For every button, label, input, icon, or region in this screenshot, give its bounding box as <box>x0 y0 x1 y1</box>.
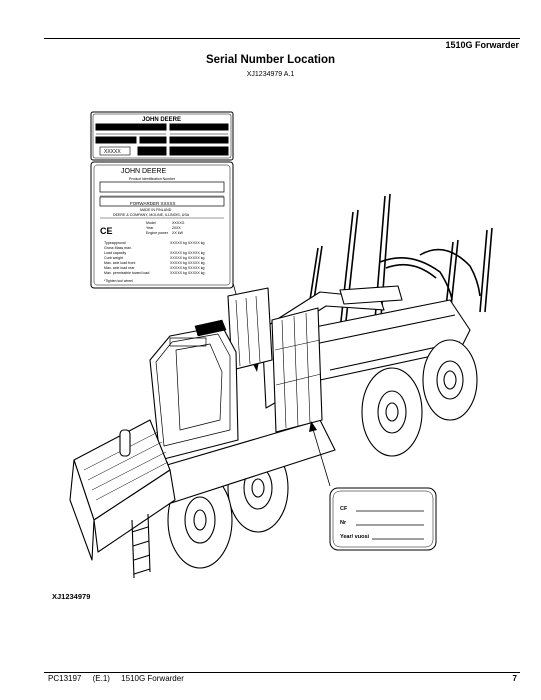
side-plate-label: CF <box>340 506 348 512</box>
main-plate-brand: JOHN DEERE <box>121 168 166 175</box>
figure-label: XJ1234979 <box>52 592 91 601</box>
page-subtitle: XJ1234979 A.1 <box>246 71 295 78</box>
weight-row-label: Typeapproval <box>104 241 126 245</box>
top-plate-box-value: XXXXX <box>104 149 121 155</box>
weight-row-value: XXXXX kg XXXXX kg <box>170 271 205 275</box>
main-plate-footnote: *Tighten tool wheel <box>104 279 133 283</box>
weight-row-label: Max. permissible towed load <box>104 271 149 275</box>
weight-row-label: Load capacity <box>104 251 126 255</box>
top-plate-brand: JOHN DEERE <box>142 117 181 123</box>
weight-row-label: Curb weight <box>104 256 123 260</box>
main-plate-maker-2: DEERE & COMPANY, MOLINE, ILLINOIS, USA <box>113 213 190 217</box>
weight-row-label: Max. axle load rear <box>104 266 135 270</box>
weight-row-label: Gross Mass max. <box>104 246 132 250</box>
info-row-label: Engine power <box>146 231 169 235</box>
rear-wheels <box>361 339 478 457</box>
weight-row-value: XXXXX kg XXXXX kg <box>170 241 205 245</box>
page-title: Serial Number Location <box>205 54 336 66</box>
step-ladder <box>131 513 151 579</box>
main-serial-plate: JOHN DEERE Product Identification Number… <box>90 161 234 289</box>
header-title: 1510G Forwarder <box>445 40 519 50</box>
weight-row-label: Max. axle load front <box>104 261 135 265</box>
info-row-value: XX kW <box>172 231 184 235</box>
footer-product: 1510G Forwarder <box>121 674 184 683</box>
side-plate-label: Year/ vuosi <box>340 534 370 540</box>
info-row-value: XXXXG <box>172 221 185 225</box>
main-plate-name-row: FORWARDER XXXXX <box>130 201 176 206</box>
footer-edition: (E.1) <box>92 674 110 683</box>
weight-row-value: XXXXX kg XXXXX kg <box>170 251 205 255</box>
operator-cab <box>149 319 239 461</box>
weight-row-value: XXXXX kg XXXXX kg <box>170 266 205 270</box>
footer-doc-id: PC13197 <box>48 674 82 683</box>
forwarder-machine <box>69 193 493 579</box>
side-plate-label: Nr <box>340 520 347 526</box>
weight-row-value: XXXXX kg XXXXX kg <box>170 261 205 265</box>
header-rule <box>44 38 520 39</box>
weight-row-value: XXXXX kg XXXXX kg <box>170 256 205 260</box>
ce-mark: CE <box>100 226 113 236</box>
top-serial-plate: JOHN DEERE XXXXX <box>90 111 234 161</box>
info-row-label: Model <box>146 221 156 225</box>
load-gate <box>227 287 323 433</box>
engine-hood <box>69 419 176 561</box>
footer-rule <box>44 672 520 673</box>
side-plate-leader <box>311 425 331 487</box>
footer-page-number: 7 <box>512 674 517 683</box>
info-row-label: Year <box>146 226 154 230</box>
main-plate-maker-1: MADE IN FINLAND <box>140 208 172 212</box>
side-plate-arrow <box>309 421 317 432</box>
info-row-value: 20XX <box>172 226 181 230</box>
main-plate-serial-caption: Product Identification Number <box>129 177 176 181</box>
footer-left: PC13197 (E.1) 1510G Forwarder <box>48 674 193 683</box>
